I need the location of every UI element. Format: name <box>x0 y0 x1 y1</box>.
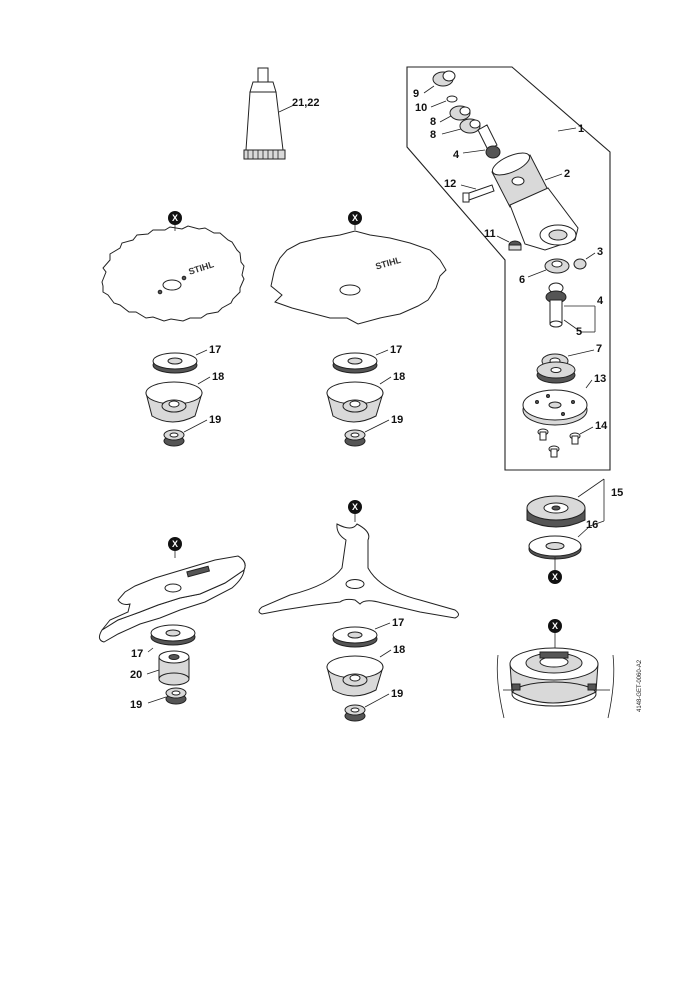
label-20: 20 <box>130 669 142 681</box>
part-15-thrust-plate <box>526 495 586 528</box>
label-12: 12 <box>444 178 456 190</box>
label-21-22: 21,22 <box>292 97 320 109</box>
grass-blade-thrust-washer <box>332 352 378 374</box>
svg-text:X: X <box>552 621 558 631</box>
mowing-head <box>496 647 615 719</box>
label-17-tri: 17 <box>392 617 404 629</box>
brush-knife <box>98 555 246 643</box>
label-17-saw: 17 <box>209 344 221 356</box>
part-4-pinion-shaft <box>477 124 501 159</box>
label-19-knife: 19 <box>130 699 142 711</box>
circular-saw-blade: STIHL <box>101 225 245 322</box>
label-4-upper: 4 <box>453 149 460 161</box>
part-10-washer <box>446 95 458 103</box>
svg-text:X: X <box>172 213 178 223</box>
part-12-screw <box>462 184 495 203</box>
saw-thrust-plate <box>145 381 203 423</box>
label-17-grass: 17 <box>390 344 402 356</box>
label-18-grass: 18 <box>393 371 405 383</box>
accessory-marker-saw: X <box>168 211 182 231</box>
grease-tube <box>243 67 295 160</box>
label-15: 15 <box>611 487 623 499</box>
svg-text:X: X <box>172 539 178 549</box>
svg-text:X: X <box>352 502 358 512</box>
part-thrust-ring <box>536 361 576 384</box>
label-19-tri: 19 <box>391 688 403 700</box>
part-11-plug <box>508 240 522 251</box>
label-19-grass: 19 <box>391 414 403 426</box>
label-17-knife: 17 <box>131 648 143 660</box>
grass-blade-thrust-plate <box>326 381 384 423</box>
brush-knife-thrust-washer <box>150 624 196 646</box>
saw-thrust-washer <box>152 352 198 374</box>
label-7: 7 <box>596 343 602 355</box>
part-2-gear-housing <box>491 152 579 251</box>
label-8-lower: 8 <box>430 129 436 141</box>
label-6: 6 <box>519 274 525 286</box>
accessory-marker-washer: X <box>548 557 562 584</box>
part-3-nut <box>573 258 587 270</box>
label-8-upper: 8 <box>430 116 436 128</box>
three-tooth-thrust-plate <box>326 655 384 697</box>
svg-text:X: X <box>552 572 558 582</box>
label-16: 16 <box>586 519 598 531</box>
part-9-nut <box>432 70 456 87</box>
label-4-lower: 4 <box>597 295 604 307</box>
label-2: 2 <box>564 168 570 180</box>
label-14: 14 <box>595 420 608 432</box>
label-3: 3 <box>597 246 603 258</box>
brush-knife-mounting-nut <box>165 687 187 705</box>
label-11: 11 <box>484 228 496 240</box>
part-4-spindle <box>545 282 567 328</box>
three-tooth-blade <box>258 523 459 619</box>
label-9: 9 <box>413 88 419 100</box>
gear-head-assembly-frame <box>406 66 611 471</box>
part-8-bearing-lower <box>459 118 481 134</box>
label-19-saw: 19 <box>209 414 221 426</box>
label-1: 1 <box>578 123 584 135</box>
drawing-code: 4148-GET-0060-A2 <box>637 659 643 712</box>
three-tooth-mounting-nut <box>344 704 366 722</box>
label-18-saw: 18 <box>212 371 224 383</box>
three-tooth-thrust-washer <box>332 626 378 648</box>
part-14-screws <box>537 428 581 458</box>
grass-blade-mounting-nut <box>344 429 366 447</box>
saw-mounting-nut <box>163 429 185 447</box>
grass-cutting-blade: STIHL <box>270 230 447 325</box>
label-18-tri: 18 <box>393 644 405 656</box>
accessory-marker-grass-blade: X <box>348 211 362 230</box>
part-13-plate <box>522 389 588 426</box>
part-6-bearing <box>544 258 570 274</box>
accessory-marker-mowing-head: X <box>548 619 562 648</box>
label-5: 5 <box>576 326 582 338</box>
part-8-bearing-upper <box>449 105 471 121</box>
svg-text:X: X <box>352 213 358 223</box>
label-10: 10 <box>415 102 427 114</box>
accessory-marker-three-tooth: X <box>348 500 362 522</box>
part-16-washer <box>528 535 582 560</box>
part-20-spacer <box>158 650 190 686</box>
label-13: 13 <box>594 373 606 385</box>
accessory-marker-brush-knife: X <box>168 537 182 558</box>
